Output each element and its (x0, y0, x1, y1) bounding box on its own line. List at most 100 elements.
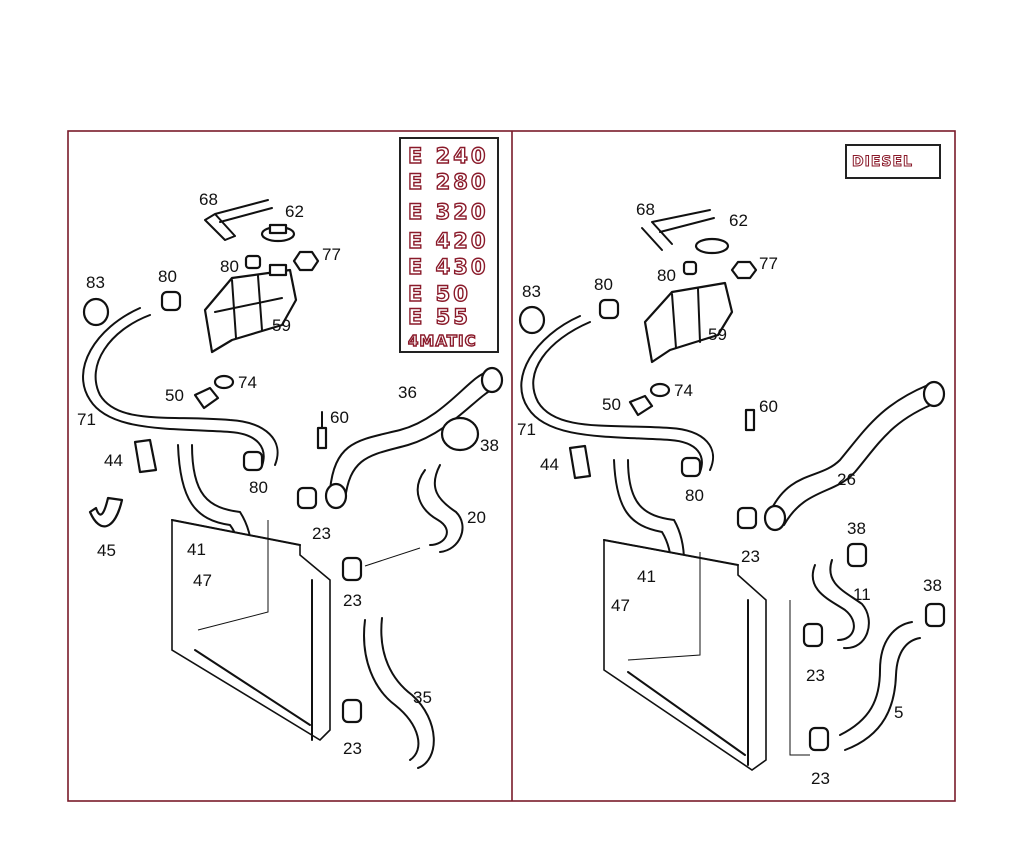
fitting-50 (628, 394, 654, 417)
model-badge-list: E 240 E 280 E 320 E 420 E 430 E 50 E 55 … (399, 137, 499, 353)
radiator-body (603, 539, 767, 771)
radiator-bottom-edge (194, 649, 311, 726)
callout-23: 23 (312, 524, 331, 543)
callout-80: 80 (657, 266, 676, 285)
callout-68: 68 (636, 200, 655, 219)
callout-36: 36 (398, 383, 417, 402)
bracket-45 (88, 496, 124, 528)
model-badge-e55: E 55 (408, 305, 471, 329)
hose-11 (811, 564, 855, 641)
hose-71-edge (520, 315, 703, 473)
radiator-bottom-edge (627, 671, 746, 756)
callout-38: 38 (923, 576, 942, 595)
clamp-38 (440, 416, 480, 452)
model-badge-4matic: 4MATIC (408, 332, 477, 350)
callout-80: 80 (249, 478, 268, 497)
clamp-83 (518, 305, 546, 335)
hose-5-edge (844, 637, 921, 751)
callout-68: 68 (199, 190, 218, 209)
callout-5: 5 (894, 703, 903, 722)
callout-45: 45 (97, 541, 116, 560)
hose-26-start (763, 504, 787, 532)
cap-62-top (268, 223, 288, 235)
grommet-74 (213, 374, 235, 390)
callout-60: 60 (330, 408, 349, 427)
clamp-23c (808, 726, 830, 752)
callout-71: 71 (77, 410, 96, 429)
model-badge-e50: E 50 (408, 282, 471, 306)
callout-44: 44 (104, 451, 123, 470)
hose-36-edge (344, 387, 497, 501)
callout-62: 62 (729, 211, 748, 230)
clamp-44 (568, 444, 592, 480)
hose-26-end (922, 380, 946, 408)
clamp-38a (846, 542, 868, 568)
clamp-23b (802, 622, 824, 648)
callout-47: 47 (193, 571, 212, 590)
callout-59: 59 (708, 325, 727, 344)
expansion-tank-59 (643, 281, 734, 364)
clamp-80c (242, 450, 264, 472)
clamp-23c (341, 698, 363, 724)
clamp-80b (598, 298, 620, 320)
callout-38: 38 (847, 519, 866, 538)
hose-35 (363, 619, 420, 761)
callout-77: 77 (759, 254, 778, 273)
leader-line (364, 547, 421, 567)
callout-41: 41 (637, 567, 656, 586)
hose-26 (769, 384, 929, 513)
clamp-80c (680, 456, 702, 478)
hose-5 (839, 621, 913, 736)
model-badge-e240: E 240 (408, 144, 489, 168)
callout-50: 50 (165, 386, 184, 405)
model-badge-e420: E 420 (408, 229, 489, 253)
callout-80: 80 (685, 486, 704, 505)
leader-line (197, 520, 269, 631)
callout-23: 23 (806, 666, 825, 685)
clamp-38b (924, 602, 946, 628)
nut-77 (292, 250, 320, 272)
diesel-badge-box (845, 144, 941, 179)
nut-77 (730, 260, 758, 280)
hose-36 (329, 371, 489, 491)
hose-11-edge (829, 559, 870, 650)
hose-36-start (324, 482, 348, 510)
callout-59: 59 (272, 316, 291, 335)
model-badge-e320: E 320 (408, 200, 489, 224)
radiator-top-edge (171, 519, 301, 546)
callout-80: 80 (158, 267, 177, 286)
clamp-80a (682, 260, 698, 276)
radiator (171, 519, 331, 742)
radiator-body (171, 519, 331, 742)
callout-74: 74 (674, 381, 693, 400)
hose-36-end (480, 366, 504, 394)
diesel-badge: DIESEL (852, 154, 913, 170)
callout-23: 23 (343, 739, 362, 758)
callout-77: 77 (322, 245, 341, 264)
callout-62: 62 (285, 202, 304, 221)
left-panel: E 240 E 280 E 320 E 420 E 430 E 50 E 55 … (77, 137, 504, 769)
model-badge-e430: E 430 (408, 255, 489, 279)
model-badge-e280: E 280 (408, 170, 489, 194)
callout-80: 80 (594, 275, 613, 294)
callout-41: 41 (187, 540, 206, 559)
tank-seam (214, 297, 283, 313)
model-badge-box (399, 137, 499, 353)
grommet-74 (649, 382, 671, 398)
hose-68 (641, 209, 715, 251)
fitting-50 (193, 386, 220, 410)
tank-rib (671, 293, 677, 349)
hose-68 (204, 199, 273, 241)
callout-38: 38 (480, 436, 499, 455)
callout-23: 23 (811, 769, 830, 788)
callout-23: 23 (343, 591, 362, 610)
tank-neck (268, 263, 288, 277)
expansion-tank-59 (203, 268, 298, 354)
callout-74: 74 (238, 373, 257, 392)
sensor-60 (316, 426, 328, 450)
radiator-top-edge (603, 539, 739, 566)
callout-11: 11 (853, 585, 871, 604)
callout-83: 83 (522, 282, 541, 301)
callout-60: 60 (759, 397, 778, 416)
callout-26: 26 (837, 470, 856, 489)
